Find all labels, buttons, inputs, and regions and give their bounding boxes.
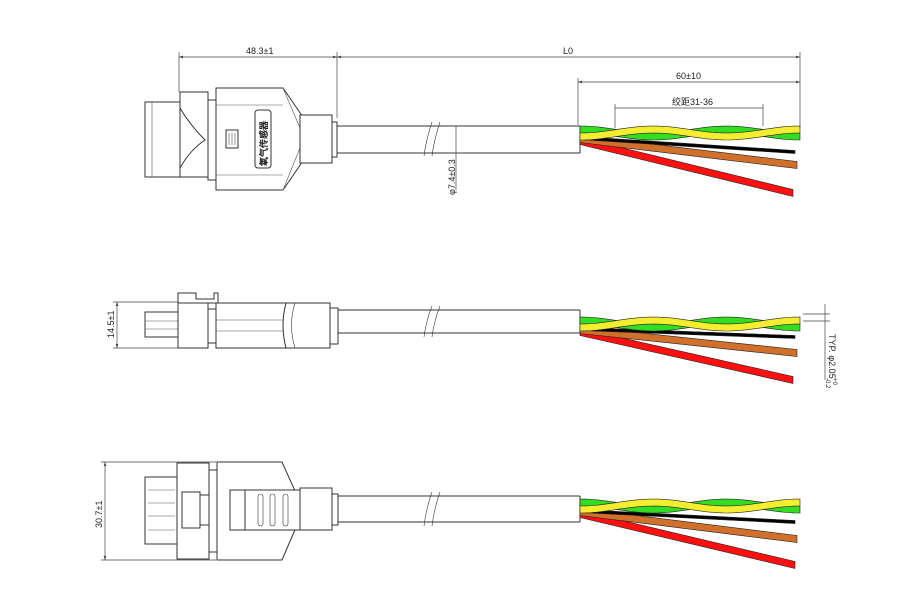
svg-text:-0.2: -0.2 xyxy=(824,378,830,389)
label-plate xyxy=(254,109,272,169)
twisted-pair-yellow xyxy=(579,125,801,141)
svg-text:+0: +0 xyxy=(831,378,837,386)
connector-bottom-view xyxy=(144,461,339,561)
dimension-lines xyxy=(178,52,801,190)
dimension-lines xyxy=(101,461,216,561)
wires-bottom xyxy=(579,498,801,569)
twisted-pair-yellow xyxy=(579,316,801,332)
dim-connector-height-bottom: 30.7±1 xyxy=(94,501,104,528)
dim-connector-height-side: 14.5±1 xyxy=(106,311,116,338)
cable-jacket xyxy=(338,491,581,527)
dim-twist-pitch: 绞距31-36 xyxy=(672,96,713,107)
dim-strip-length: 60±10 xyxy=(676,71,701,81)
view-top: 氧气传感器 48.3±1 L0 60±10 绞距31-36 φ xyxy=(144,46,801,197)
view-bottom: 30.7±1 xyxy=(94,461,801,569)
dim-connector-length: 48.3±1 xyxy=(246,46,273,56)
dimension-lines xyxy=(113,301,830,380)
wires-side xyxy=(579,316,801,384)
wires-top xyxy=(579,125,801,197)
connector-top-view: 氧气传感器 xyxy=(144,87,338,191)
cable-jacket xyxy=(337,121,581,157)
cable-jacket xyxy=(338,305,581,338)
view-side: 14.5±1 TYP. φ2.05 +0 -0.2 xyxy=(106,292,837,389)
svg-text:TYP. φ2.05: TYP. φ2.05 xyxy=(827,334,837,379)
dim-total-length: L0 xyxy=(563,46,573,56)
connector-label: 氧气传感器 xyxy=(258,120,269,167)
dim-cable-diameter: φ7.4±0.3 xyxy=(447,159,457,195)
twisted-pair-yellow xyxy=(579,498,801,514)
connector-side-view xyxy=(144,292,339,349)
dim-wire-diameter: TYP. φ2.05 +0 -0.2 xyxy=(824,334,837,389)
